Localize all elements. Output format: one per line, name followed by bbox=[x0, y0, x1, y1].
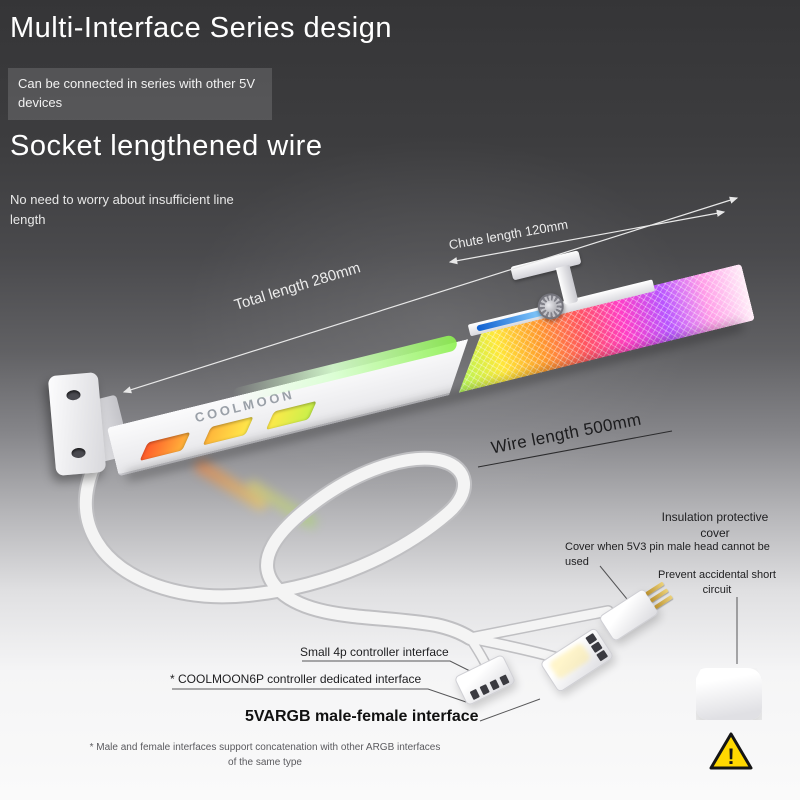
insulation-cap bbox=[696, 668, 762, 720]
footnote-line-2: of the same type bbox=[228, 757, 302, 768]
title-multi-interface: Multi-Interface Series design bbox=[10, 12, 392, 44]
footnote: * Male and female interfaces support con… bbox=[55, 740, 475, 770]
dimension-line-wire bbox=[477, 430, 673, 468]
dimension-line-chute bbox=[448, 209, 726, 265]
leader-coolmoon-6p bbox=[172, 688, 467, 703]
leader-argb bbox=[479, 698, 541, 722]
title-socket-wire: Socket lengthened wire bbox=[10, 130, 323, 162]
subtitle-series-box: Can be connected in series with other 5V… bbox=[8, 68, 272, 120]
label-prevent-short: Prevent accidental short circuit bbox=[657, 569, 776, 596]
label-argb-interface: 5VARGB male-female interface bbox=[245, 708, 479, 725]
footnote-line-1: * Male and female interfaces support con… bbox=[89, 742, 441, 753]
warning-exclamation: ! bbox=[727, 744, 734, 769]
label-small-4p-interface: Small 4p controller interface bbox=[300, 645, 449, 659]
label-cover-usage: Cover when 5V3 pin male head cannot be u… bbox=[565, 541, 770, 568]
label-coolmoon-6p-interface: * COOLMOON6P controller dedicated interf… bbox=[170, 672, 422, 686]
warning-icon: ! bbox=[709, 732, 753, 770]
subtitle-wire: No need to worry about insufficient line… bbox=[10, 192, 234, 227]
label-insulation-cover: Insulation protective cover bbox=[661, 510, 769, 540]
